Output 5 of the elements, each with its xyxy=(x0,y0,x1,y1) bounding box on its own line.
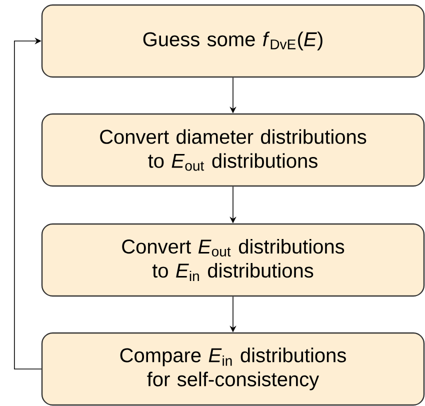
process-box: Compare E$_{in}$ distributions for self-consistency xyxy=(41,332,425,406)
process-box: Convert E$_{out}$ distributions to E$_{in}$ distributions xyxy=(41,223,425,297)
arrow xyxy=(14,38,42,370)
process-box: Guess some f$_{DvE}$(E) xyxy=(41,4,425,78)
process-box: Convert diameter distributions to E$_{out}$ distributions xyxy=(41,113,425,187)
